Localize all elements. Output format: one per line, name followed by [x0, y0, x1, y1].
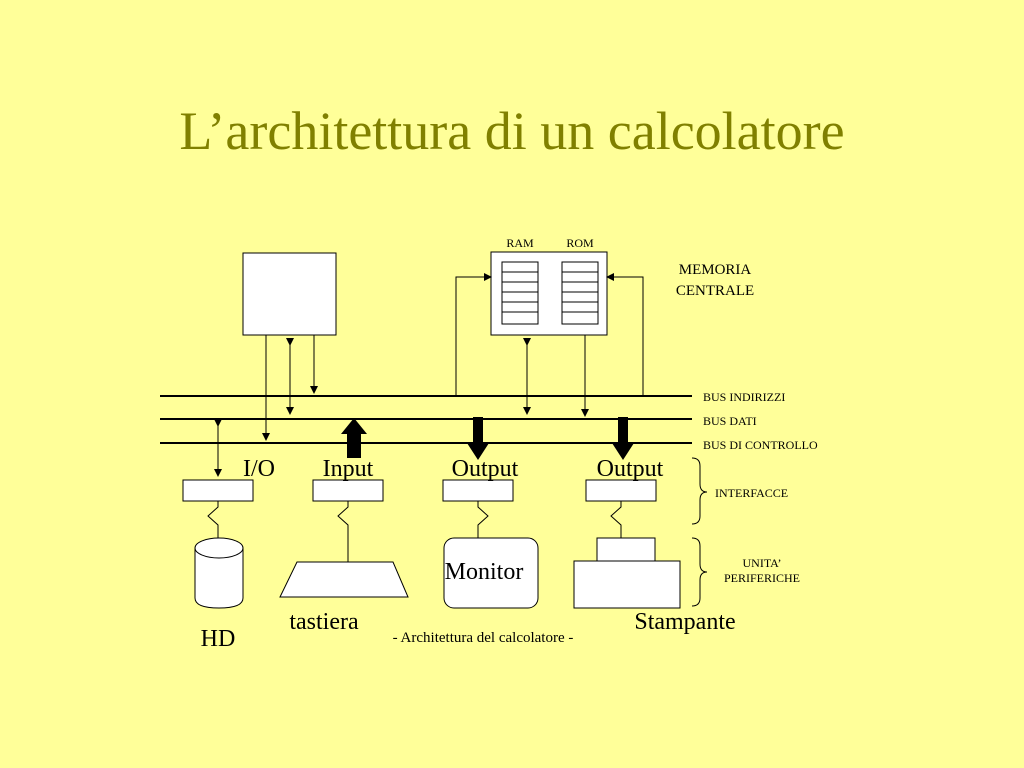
output2-thick-arrow [612, 417, 634, 460]
rom-chip [561, 261, 599, 325]
printer-connector [610, 501, 622, 538]
output2-interface-label: Output [597, 456, 664, 482]
input-interface-label: Input [323, 456, 374, 482]
ram-chip [501, 261, 539, 325]
memory-label-line2: CENTRALE [676, 283, 754, 299]
hd-connector [207, 501, 219, 538]
control-bus-label: BUS DI CONTROLLO [703, 438, 818, 452]
cpu-box [242, 252, 337, 336]
rom-label: ROM [566, 236, 594, 250]
hd-cylinder-icon [194, 537, 244, 609]
ram-label: RAM [506, 236, 534, 250]
peripherals-group-label-line2: PERIFERICHE [724, 571, 800, 585]
printer-icon [573, 537, 681, 609]
control-bus-to-memory-right [606, 273, 644, 396]
address-bus-label: BUS INDIRIZZI [703, 390, 785, 404]
input-interface-box [312, 479, 384, 502]
io-interface-box [182, 479, 254, 502]
output1-interface-box [442, 479, 514, 502]
peripherals-group-label-line1: UNITA’ [742, 556, 781, 570]
page-title: L’architettura di un calcolatore [179, 101, 845, 161]
keyboard-icon [279, 561, 409, 598]
io-interface-label: I/O [243, 456, 275, 482]
keyboard-label: tastiera [289, 609, 359, 635]
input-thick-arrow [341, 418, 367, 458]
keyboard-connector [337, 501, 349, 562]
interfaces-group-label: INTERFACCE [715, 486, 788, 500]
memory-label-line1: MEMORIA [679, 262, 752, 278]
output1-interface-label: Output [452, 456, 519, 482]
diagram-caption: - Architettura del calcolatore - [393, 630, 574, 646]
data-bus-label: BUS DATI [703, 414, 757, 428]
interfaces-brace [691, 457, 708, 525]
monitor-label: Monitor [445, 559, 524, 585]
monitor-connector [477, 501, 489, 540]
hd-label: HD [201, 626, 236, 652]
printer-label: Stampante [634, 609, 735, 635]
monitor-icon [443, 537, 539, 609]
peripherals-brace [691, 537, 708, 607]
address-bus-to-memory-left [455, 273, 492, 396]
output1-thick-arrow [467, 417, 489, 460]
output2-interface-box [585, 479, 657, 502]
